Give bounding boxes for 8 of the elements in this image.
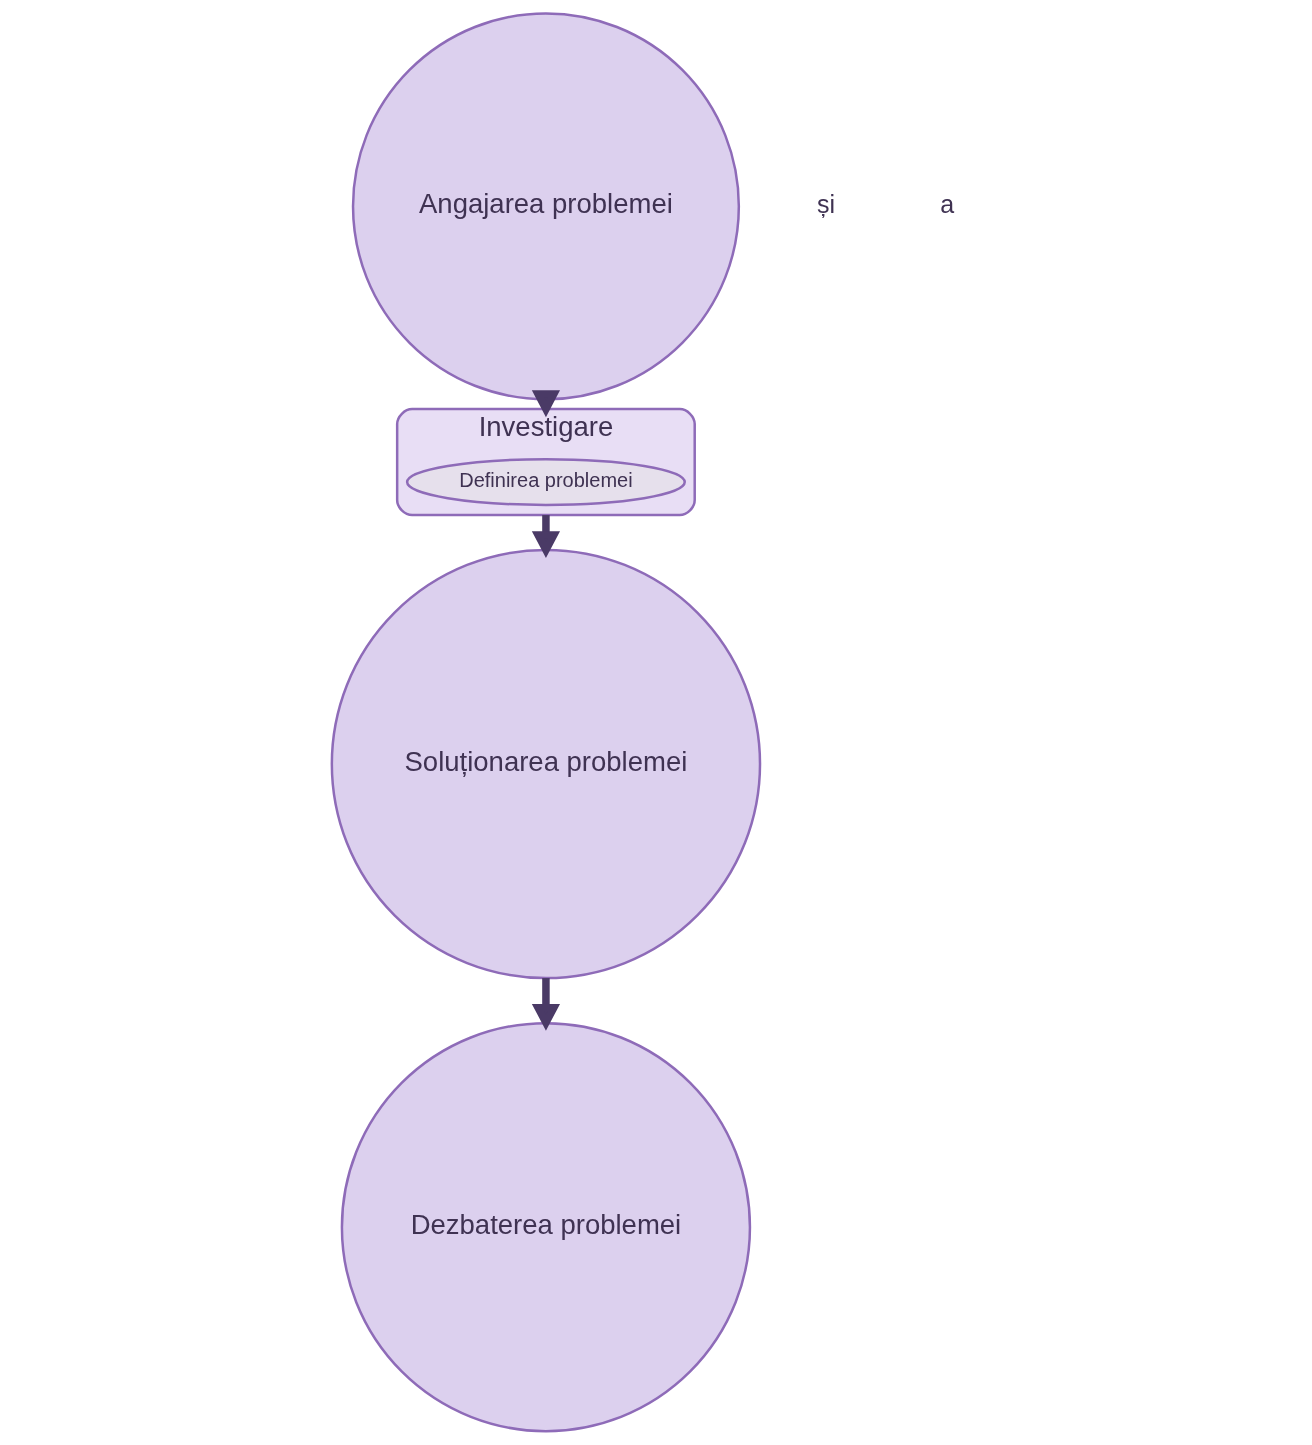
label: și bbox=[816, 189, 835, 218]
label: a bbox=[939, 189, 954, 218]
arrow bbox=[531, 390, 560, 418]
arrow bbox=[531, 978, 560, 1031]
node-circle: Soluționarea problemei bbox=[330, 548, 761, 980]
node-ellipse: Definirea problemei bbox=[405, 458, 686, 507]
node-circle: Dezbaterea problemei bbox=[340, 1021, 751, 1433]
arrow bbox=[531, 515, 560, 558]
